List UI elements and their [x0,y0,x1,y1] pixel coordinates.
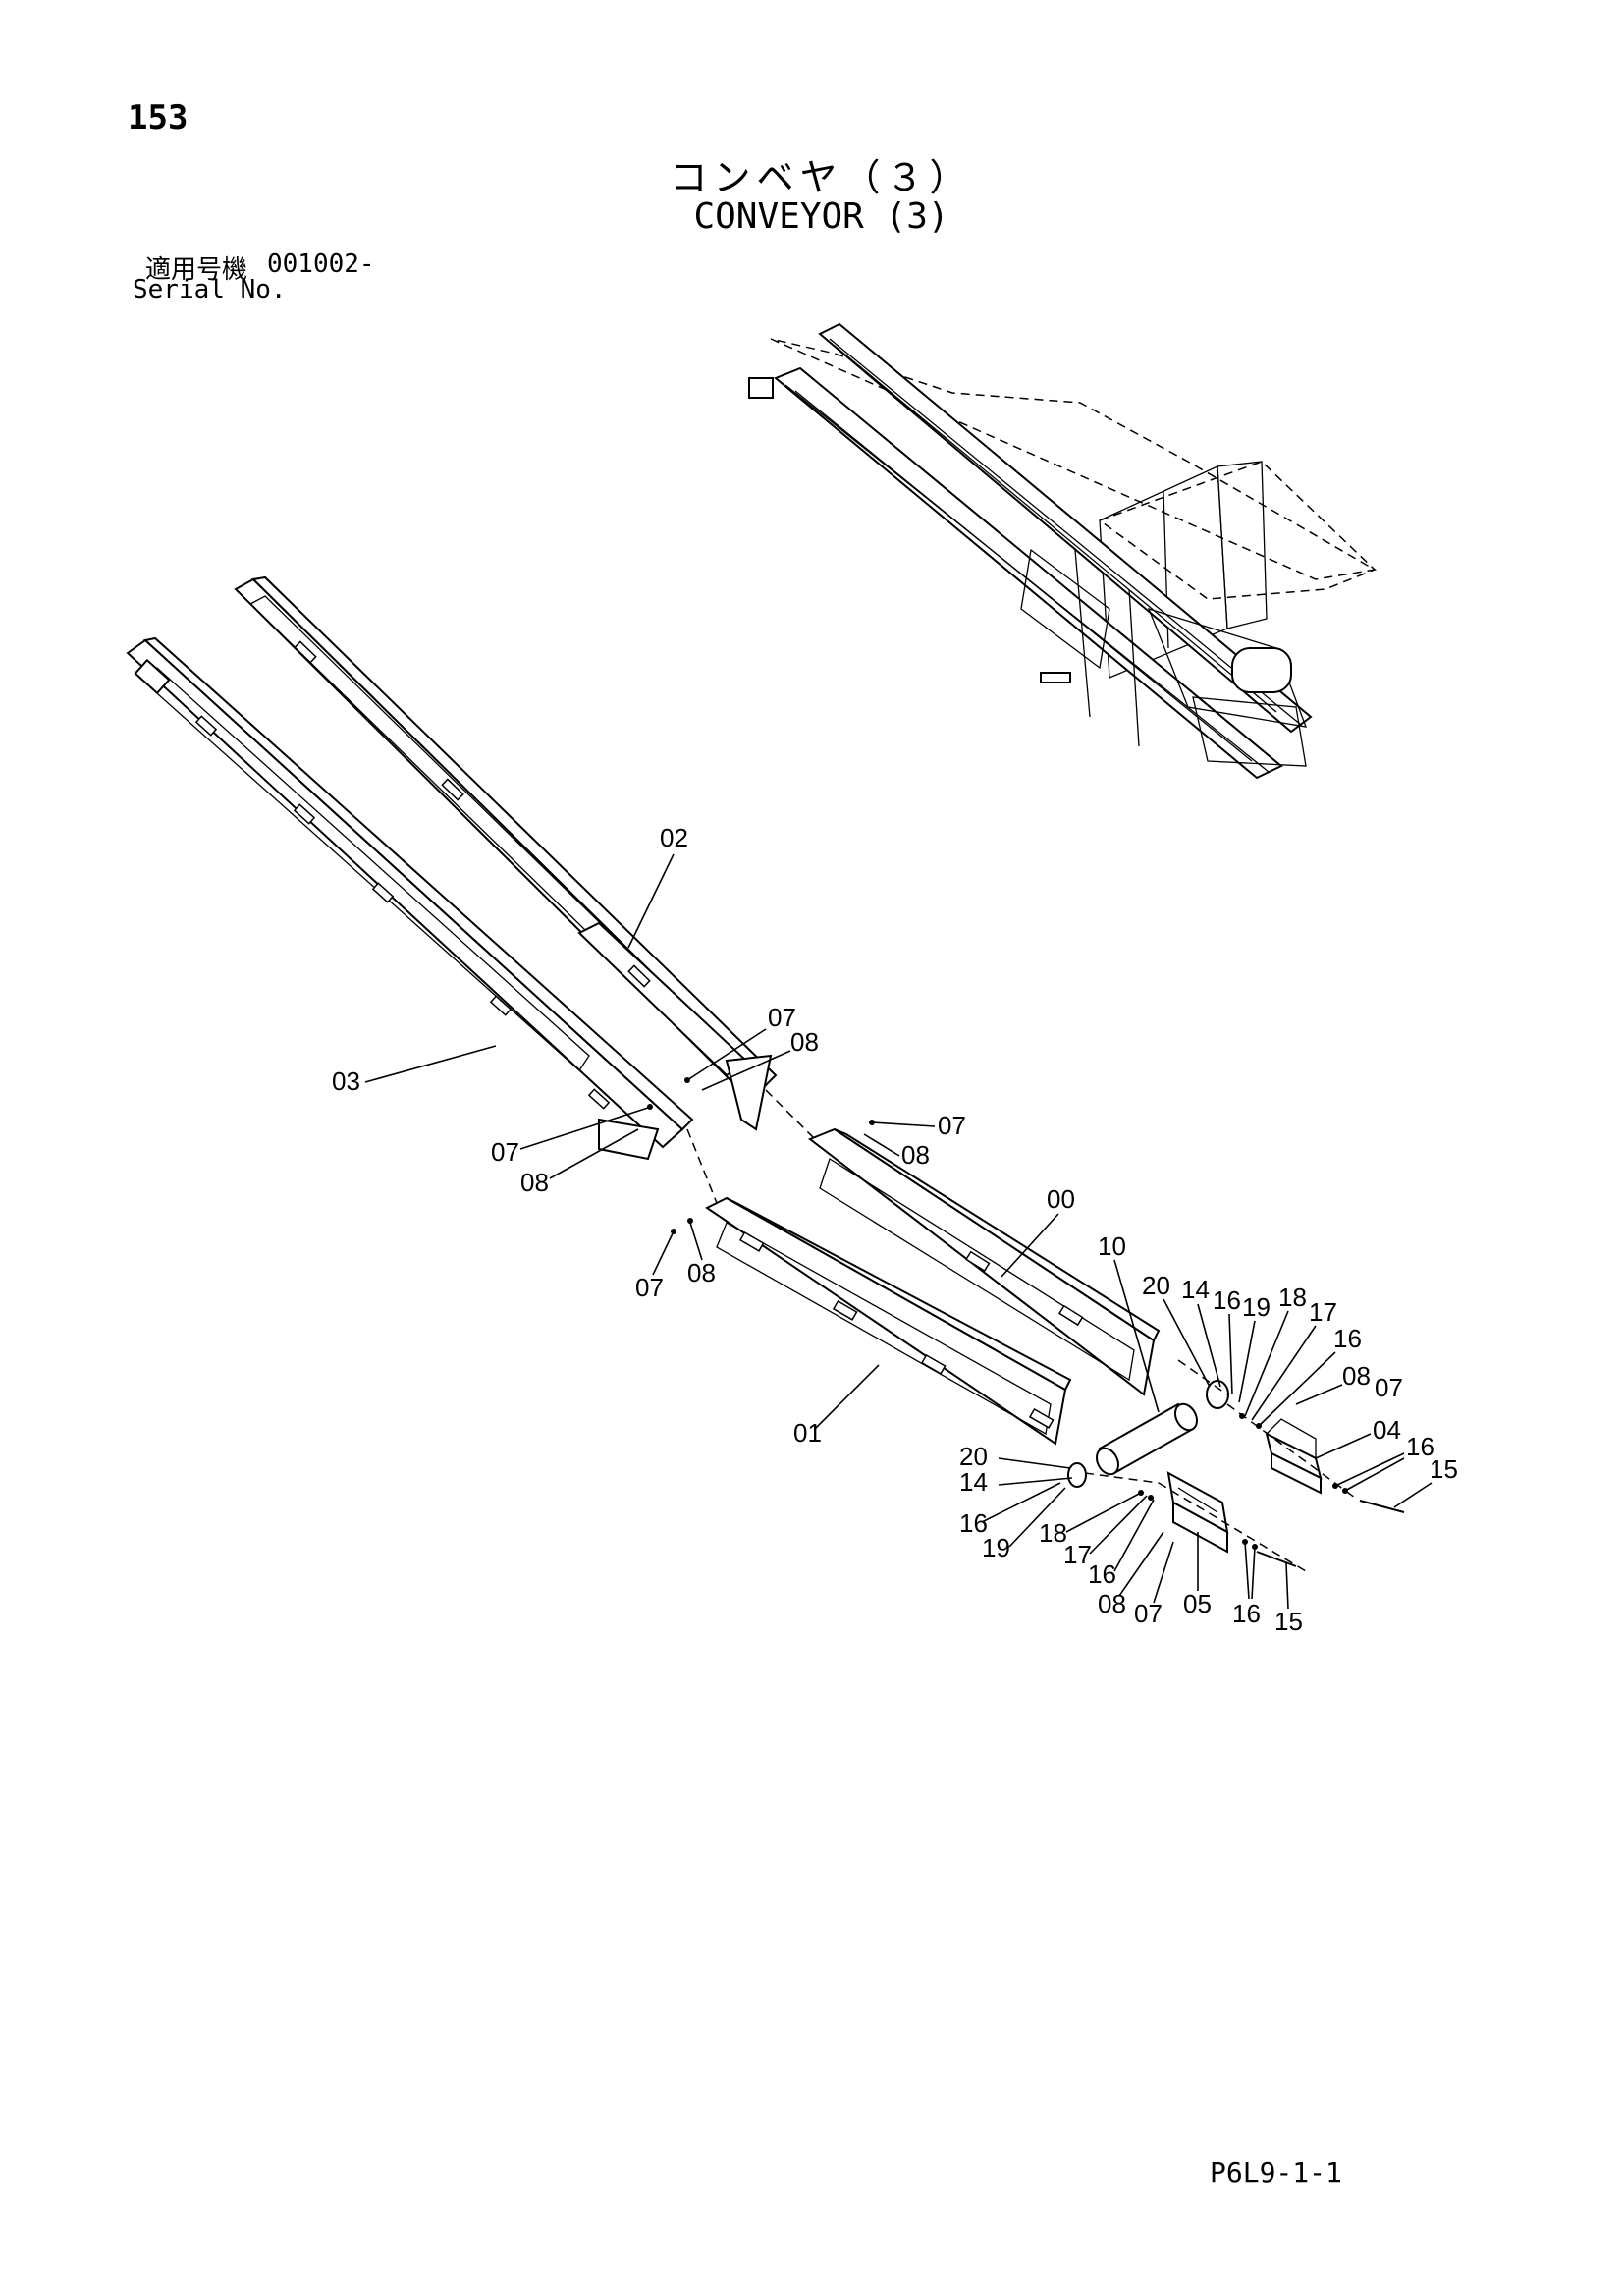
machine-overview-illustration [748,322,1378,780]
callout-15: 15 [1430,1454,1458,1484]
callout-07: 07 [635,1273,664,1302]
callout-01: 01 [793,1418,822,1448]
callout-16: 16 [1088,1559,1116,1589]
callout-02: 02 [660,823,688,852]
callout-14: 14 [959,1467,988,1497]
callout-07: 07 [1134,1599,1163,1628]
part-03-side-frame [126,636,694,1161]
callout-17: 17 [1309,1297,1337,1327]
part-01-side-frame [705,1196,1072,1446]
callout-14: 14 [1181,1275,1210,1304]
callout-16: 16 [1333,1324,1362,1353]
callout-07: 07 [768,1003,796,1032]
serial-label-english: Serial No. [133,275,287,304]
callout-07: 07 [1375,1373,1403,1402]
callout-07: 07 [938,1111,966,1140]
document-code: P6L9-1-1 [1210,2157,1342,2189]
callout-04: 04 [1373,1415,1401,1445]
callout-18: 18 [1278,1283,1307,1312]
callout-10: 10 [1098,1231,1126,1261]
callout-08: 08 [901,1140,930,1170]
title-english: CONVEYOR (3) [693,196,949,237]
part-10-roller [1095,1402,1199,1476]
callout-05: 05 [1183,1589,1212,1618]
callout-19: 19 [1242,1292,1271,1322]
callout-00: 00 [1047,1184,1075,1214]
callout-17: 17 [1063,1540,1092,1569]
callout-16: 16 [1213,1285,1241,1315]
callout-08: 08 [520,1168,549,1197]
serial-number-value: 001002- [267,249,375,279]
callout-03: 03 [332,1066,360,1096]
hardware-parts [647,1077,1405,1567]
part-05-bracket [1166,1471,1229,1554]
callout-19: 19 [982,1533,1010,1562]
callout-labels: 02 07 08 03 07 08 07 08 00 07 08 10 20 1… [332,823,1458,1636]
assembly-centerlines [686,1089,1356,1572]
callout-07: 07 [491,1137,519,1167]
part-04-bracket [1265,1418,1323,1495]
callout-08: 08 [790,1027,819,1057]
page-number: 153 [128,98,189,137]
callout-08: 08 [1342,1361,1371,1391]
part-02-side-frame [234,575,778,1131]
callout-18: 18 [1039,1518,1067,1548]
serial-label-japanese: 適用号機 [145,255,248,285]
callout-16: 16 [1232,1599,1261,1628]
callout-16: 16 [1406,1432,1434,1461]
part-00-side-frame [807,1127,1161,1396]
callout-08: 08 [687,1258,716,1287]
callout-15: 15 [1274,1607,1303,1636]
callout-16: 16 [959,1508,988,1538]
callout-20: 20 [1142,1271,1170,1300]
callout-20: 20 [959,1442,988,1471]
title-japanese: コンベヤ（３） [670,156,973,199]
